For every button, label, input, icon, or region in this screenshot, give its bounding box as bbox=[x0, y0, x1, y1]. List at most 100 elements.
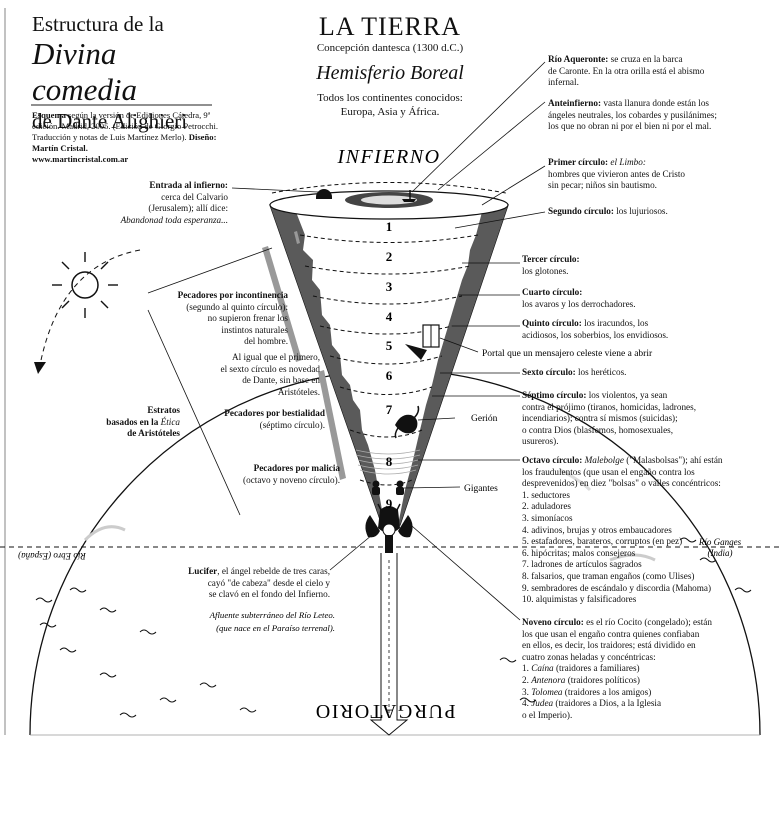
zone-item: 2. Antenora (traidores políticos) bbox=[522, 674, 640, 685]
note-line: desprevenidos) en diez "bolsas" o valles… bbox=[522, 478, 721, 489]
geryon-icon bbox=[394, 405, 420, 439]
bolgia-item: 5. estafadores, barateros, corruptos (en… bbox=[522, 536, 683, 547]
zone-item: 4. Judea (traidores a Dios, a la Iglesia bbox=[522, 698, 662, 709]
note-entrada-title: Entrada al infierno: bbox=[149, 180, 228, 190]
arrowhead-icon bbox=[34, 362, 46, 374]
circle-number: 3 bbox=[386, 279, 393, 294]
note-malicia: Pecadores por malicia (octavo y noveno c… bbox=[200, 463, 340, 486]
sun-icon bbox=[52, 252, 118, 318]
zone-item: 3. Tolomea (traidores a los amigos) bbox=[522, 686, 652, 697]
river-channel bbox=[369, 553, 409, 736]
note-lucifer: Lucifer, el ángel rebelde de tres caras,… bbox=[180, 566, 330, 601]
note-circle-9: Noveno círculo: es el río Cocito (congel… bbox=[522, 617, 757, 721]
note-line: contra el prójimo (tiranos, homicidas, l… bbox=[522, 401, 697, 412]
bolgia-item: 10. alquimistas y falsificadores bbox=[522, 594, 637, 605]
note-c5-title: Quinto círculo: bbox=[522, 318, 582, 328]
note-line: los lujuriosos. bbox=[613, 206, 668, 216]
note-c3-title: Tercer círculo: bbox=[522, 254, 580, 264]
meta-design: Diseño: Martín Cristal. bbox=[32, 132, 217, 153]
meta-bold: Esquema bbox=[32, 110, 66, 120]
header-line3: de Dante Alighieri bbox=[32, 109, 188, 133]
terrain-stroke bbox=[83, 525, 126, 542]
note-line: en ellos, es decir, los traidores; está … bbox=[522, 640, 696, 651]
note-line: , el ángel rebelde de tres caras, bbox=[217, 566, 330, 576]
rio-aqueronte-inner bbox=[361, 195, 417, 205]
charon-boat-icon bbox=[402, 190, 416, 202]
circle-number: 9 bbox=[386, 496, 393, 511]
bolgia-item: 8. falsarios, que traman engaños (como U… bbox=[522, 570, 695, 581]
infierno-label: INFIERNO bbox=[336, 146, 440, 168]
note-circle-7: Séptimo círculo: los violentos, ya sean … bbox=[522, 390, 752, 448]
note-line: se clavó en el fondo del Infierno. bbox=[208, 589, 330, 600]
note-line: vasta llanura donde están los bbox=[601, 98, 709, 108]
note-anteinfierno: Anteinfierno: vasta llanura donde están … bbox=[548, 98, 758, 133]
header-line2: Divina comedia bbox=[32, 36, 138, 107]
note-estratos: Estratos basados en la Ética de Aristóte… bbox=[60, 405, 180, 440]
note-line: (segundo al quinto círculo): bbox=[186, 301, 288, 312]
note-line: los avaros y los derrochadores. bbox=[522, 298, 636, 309]
note-line: los que no obran ni por el bien ni por e… bbox=[548, 121, 712, 132]
note-line: cayó "de cabeza" desde el cielo y bbox=[207, 577, 330, 588]
circle-number: 8 bbox=[386, 454, 393, 469]
note-line: los que usan el engaño contra quienes co… bbox=[522, 628, 700, 639]
note-line: hombres que vivieron antes de Cristo bbox=[548, 168, 686, 179]
note-line: Malebolge bbox=[582, 455, 624, 465]
note-line: se cruza en la barca bbox=[608, 54, 683, 64]
note-line: o contra Dios (blasfemos, homosexuales, bbox=[522, 424, 674, 435]
note-line: el Limbo: bbox=[608, 157, 646, 167]
geryon-label: Gerión bbox=[471, 414, 498, 424]
sun-path-arrow bbox=[39, 249, 141, 366]
circle-number: 5 bbox=[386, 338, 393, 353]
note-line: de Aristóteles bbox=[127, 428, 180, 439]
terrain-stroke bbox=[559, 468, 592, 492]
note-bestialidad: Pecadores por bestialidad (séptimo círcu… bbox=[180, 408, 325, 431]
note-aqueronte-title: Río Aqueronte: bbox=[548, 54, 609, 64]
note-circle-2: Segundo círculo: los lujuriosos. bbox=[548, 206, 748, 218]
rio-ebro-label: Río Ebro (España) bbox=[18, 551, 87, 561]
note-line: no supieron frenar los bbox=[207, 313, 288, 324]
note-line: ("Malasbolsas"); ahí están bbox=[623, 455, 723, 465]
note-line: sin pecar; niños sin bautismo. bbox=[548, 180, 657, 191]
sea-waves-left bbox=[35, 587, 257, 718]
circle-numbers: 1 2 3 4 5 6 7 8 9 bbox=[386, 219, 393, 511]
note-line: cuatro zonas heladas y concéntricas: bbox=[522, 651, 656, 662]
bolgia-item: 6. hipócritas; malos consejeros bbox=[522, 547, 636, 558]
meta-url[interactable]: www.martincristal.com.ar bbox=[32, 154, 129, 164]
meta-text: según la versión de Ediciones Cátedra, 9… bbox=[32, 110, 218, 142]
terrain-stroke bbox=[609, 553, 656, 562]
note-line: los glotones. bbox=[522, 265, 569, 276]
note-circle-4: Cuarto círculo: los avaros y los derroch… bbox=[522, 287, 742, 310]
lucifer-icon bbox=[365, 503, 413, 553]
hemisphere-title: Hemisferio Boreal bbox=[316, 62, 464, 84]
page-title: LA TIERRA bbox=[318, 12, 462, 41]
note-line: de Caronte. En la otra orilla está el ab… bbox=[548, 65, 705, 76]
note-incontinencia: Pecadores por incontinencia (segundo al … bbox=[140, 290, 288, 348]
header-block: Estructura de la Divina comedia de Dante… bbox=[32, 12, 222, 134]
continents-line2: Europa, Asia y África. bbox=[340, 106, 440, 118]
note-c8-title: Octavo círculo: bbox=[522, 455, 583, 465]
note-line: acidiosos, los soberbios, los envidiosos… bbox=[522, 329, 669, 340]
note-ante-title: Anteinfierno: bbox=[548, 98, 602, 108]
sea-waves-right bbox=[499, 537, 752, 703]
header-meta: Esquema según la versión de Ediciones Cá… bbox=[32, 110, 222, 165]
note-line: Aristóteles. bbox=[277, 386, 320, 397]
note-c7-title: Séptimo círculo: bbox=[522, 390, 587, 400]
note-line: el sexto círculo es novedad bbox=[220, 363, 321, 374]
bolgia-item: 2. aduladores bbox=[522, 501, 571, 512]
note-circle-3: Tercer círculo: los glotones. bbox=[522, 254, 722, 277]
note-entrada: Entrada al infierno: cerca del Calvario … bbox=[60, 180, 228, 226]
note-c2-title: Segundo círculo: bbox=[548, 206, 614, 216]
note-line: los iracundos, los bbox=[581, 318, 649, 328]
circle-number: 2 bbox=[386, 249, 393, 264]
title-block: LA TIERRA Concepción dantesca (1300 d.C.… bbox=[280, 12, 500, 119]
note-line: instintos naturales bbox=[221, 324, 288, 335]
note-circle-1: Primer círculo: el Limbo: hombres que vi… bbox=[548, 157, 748, 192]
cone-left-wall bbox=[270, 205, 388, 525]
bolgia-item: 9. sembradores de escándalo y discordia … bbox=[522, 582, 712, 593]
note-c1-title: Primer círculo: bbox=[548, 157, 609, 167]
note-circle-8: Octavo círculo: Malebolge ("Malasbolsas"… bbox=[522, 455, 757, 606]
note-line: los violentos, ya sean bbox=[586, 390, 668, 400]
page-subtitle: Concepción dantesca (1300 d.C.) bbox=[316, 42, 464, 54]
zone-tail: o el Imperio). bbox=[522, 709, 573, 720]
note-circle-6: Sexto círculo: los heréticos. bbox=[522, 367, 722, 379]
